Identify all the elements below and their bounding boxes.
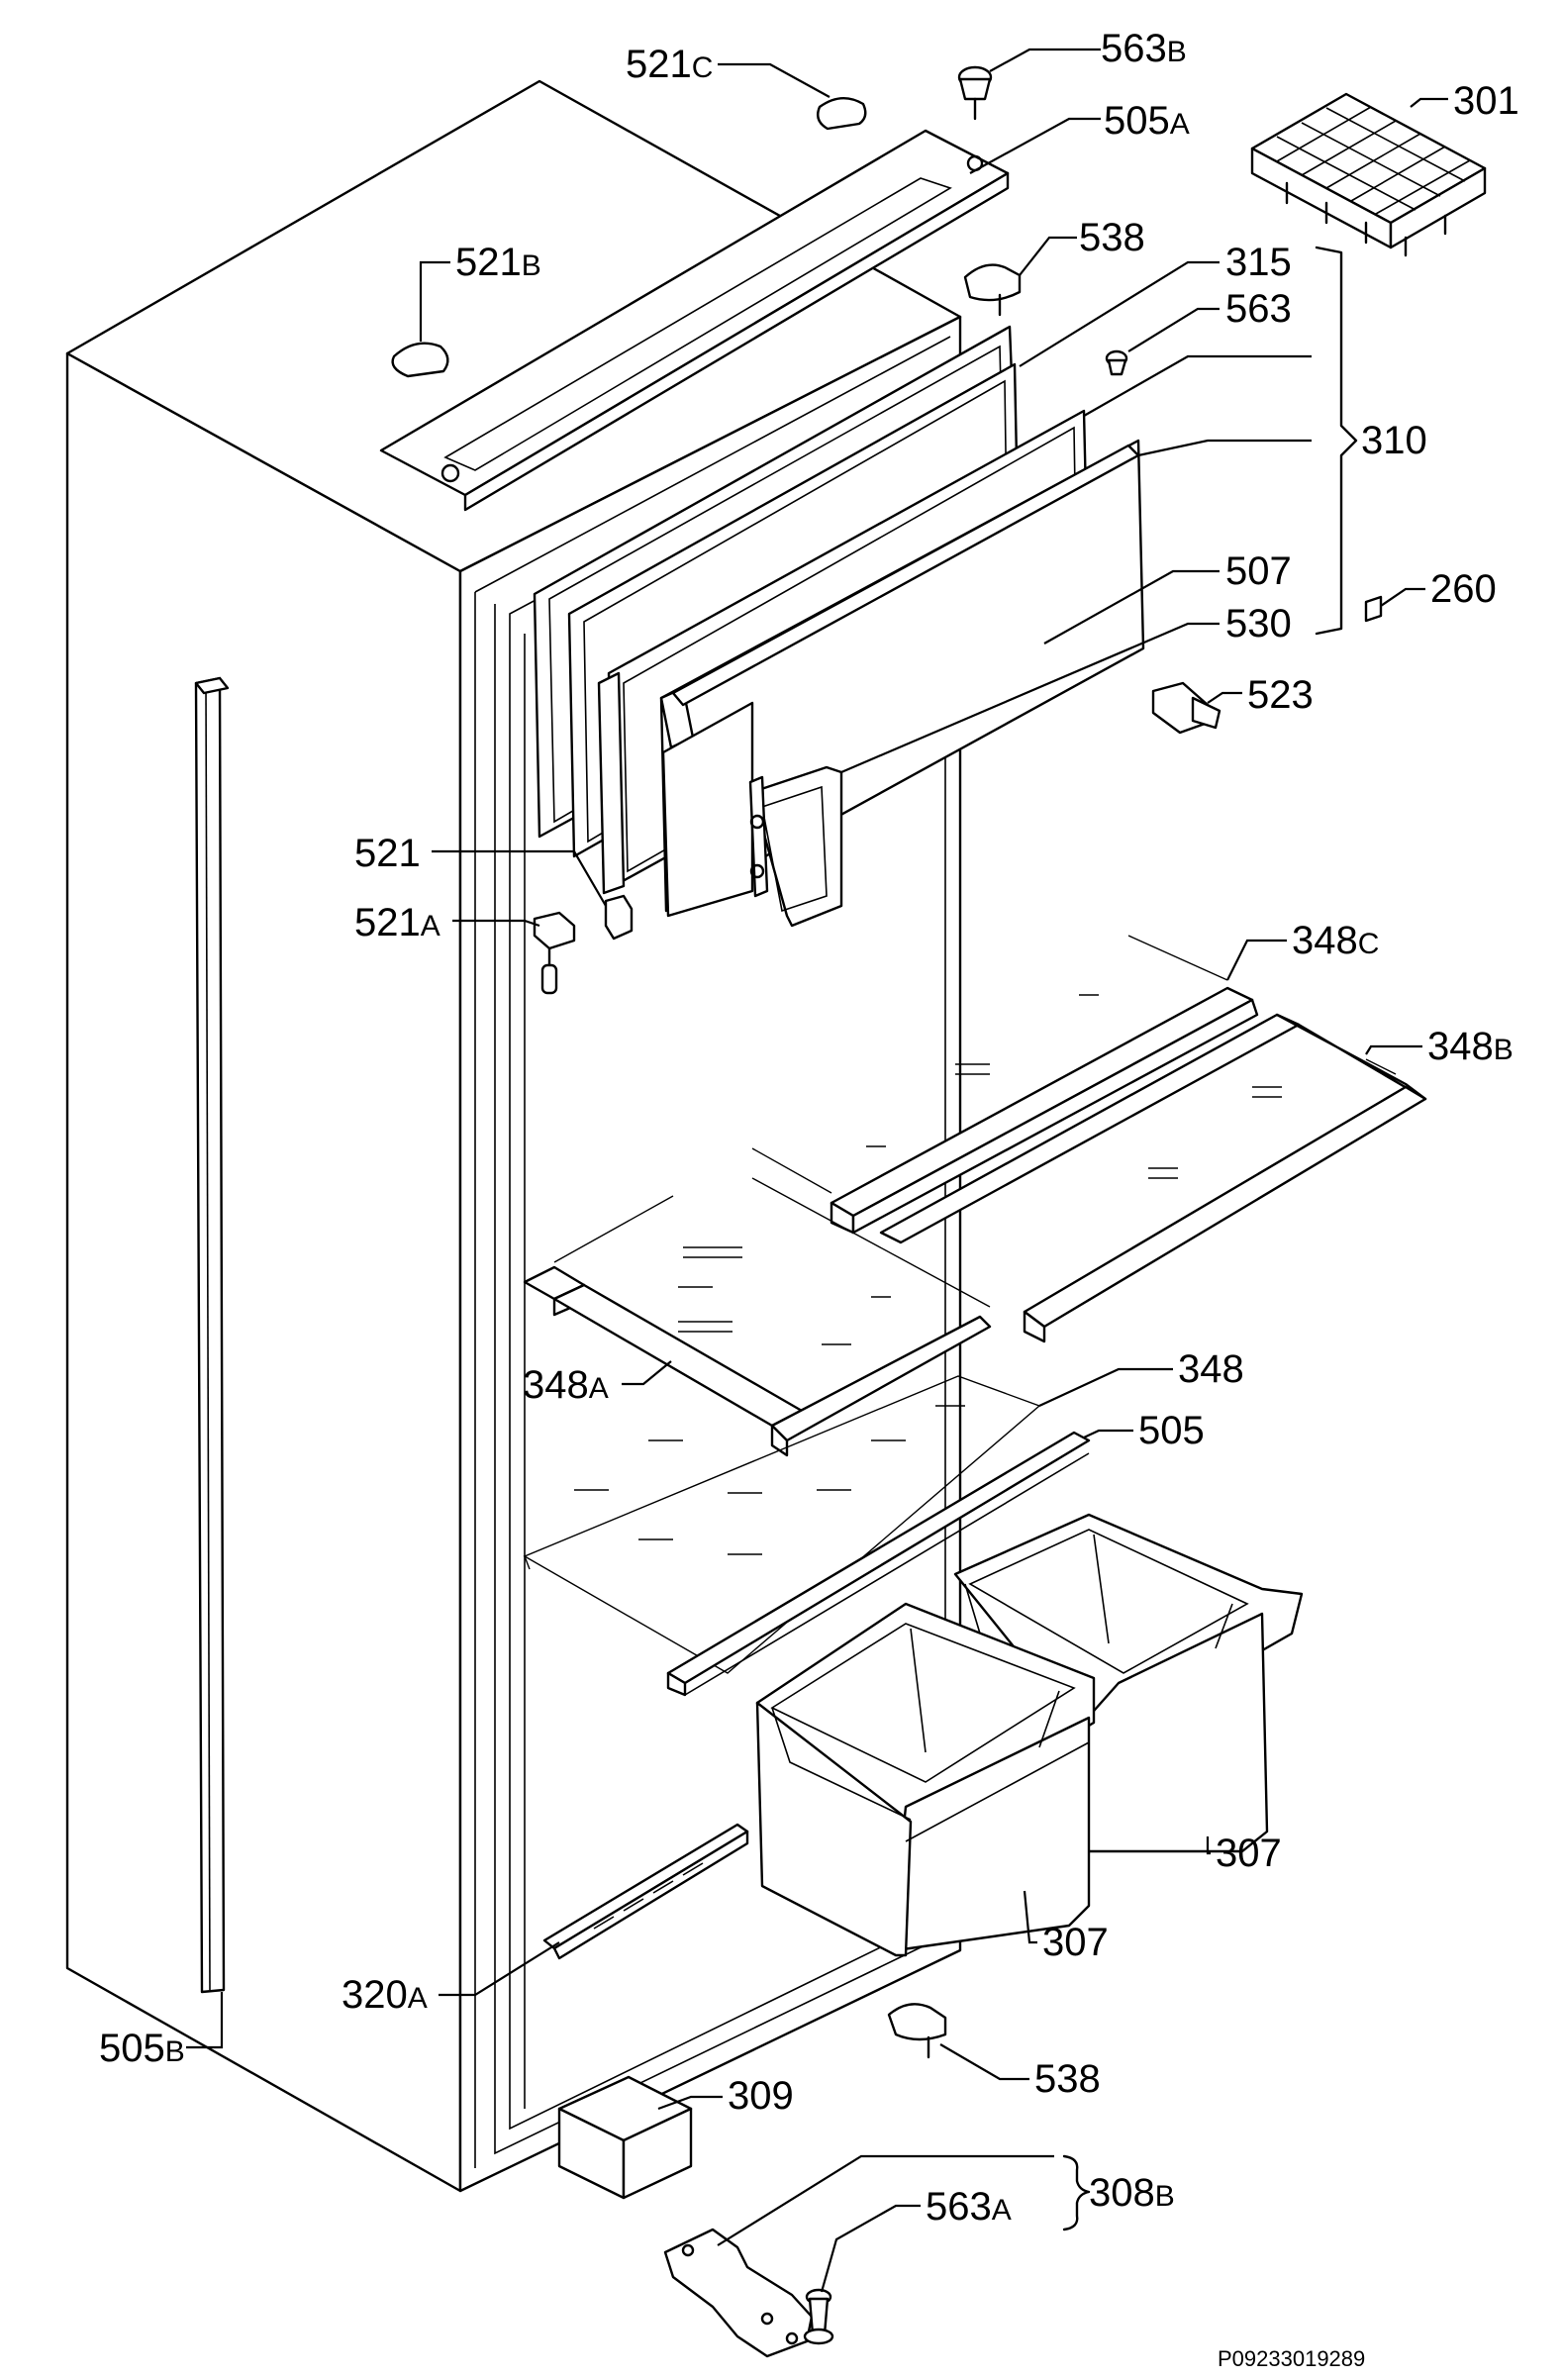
label-505: 505 [1138,1409,1205,1452]
label-521b: 521B [455,241,541,284]
door-handle-530 [750,765,843,928]
bottom-rail-320a [542,1823,749,1960]
label-308b: 308B [1089,2171,1175,2215]
label-538-bottom: 538 [1034,2057,1101,2101]
label-521a: 521A [354,901,440,944]
hinge-bracket-538-top [963,263,1022,317]
glass-shelf-348b [879,1013,1427,1343]
shelf-rail-505 [666,1431,1091,1697]
label-315: 315 [1225,241,1292,284]
glass-shelf-348a [523,1177,992,1457]
label-507: 507 [1225,549,1292,593]
clip-260 [1364,595,1383,623]
box-309 [557,2075,693,2200]
top-hinge-strip-505a [379,129,1010,512]
label-301: 301 [1453,79,1519,123]
label-538-top: 538 [1079,216,1145,259]
cap-521c [817,97,867,131]
label-521: 521 [354,832,421,875]
plug-521 [604,894,634,941]
label-307-right: 307 [1216,1832,1282,1875]
plug-523 [1151,681,1221,735]
label-530: 530 [1225,602,1292,645]
label-310: 310 [1361,419,1427,462]
label-505a: 505A [1104,99,1190,143]
label-260: 260 [1430,567,1497,611]
screw-563a [803,2288,834,2345]
label-348: 348 [1178,1347,1244,1391]
door-trim-505b [194,676,230,1994]
leader-lines [186,48,1448,2293]
bracket-308b [1062,2154,1091,2231]
label-563a: 563A [926,2185,1012,2229]
drawing-code: P09233019289 [1218,2346,1365,2371]
hinge-plate-308b [663,2228,814,2358]
ice-tray-301 [1250,92,1487,257]
label-521c: 521C [626,43,713,86]
label-563b: 563B [1101,27,1187,70]
label-563: 563 [1225,287,1292,331]
screw-563 [1105,349,1128,376]
part-labels: 521C 563B 505A 301 521B 538 315 563 310 … [99,27,1519,2371]
label-309: 309 [728,2074,794,2118]
screw-563b [957,65,993,121]
label-320a: 320A [342,1973,428,2017]
crisper-drawer-307-left [755,1602,1096,1957]
label-348a: 348A [523,1363,609,1407]
hinge-bracket-538-bottom [887,2003,947,2059]
bracket-521a [533,911,576,995]
label-307-left: 307 [1042,1921,1109,1964]
glass-shelf-348c [751,935,1259,1235]
label-348c: 348C [1292,919,1379,962]
label-348b: 348B [1427,1025,1514,1068]
bracket-310 [1315,246,1358,636]
label-505b: 505B [99,2027,185,2070]
cap-521b [391,342,449,378]
door-hinge-pin [748,775,769,898]
label-523: 523 [1247,673,1314,717]
